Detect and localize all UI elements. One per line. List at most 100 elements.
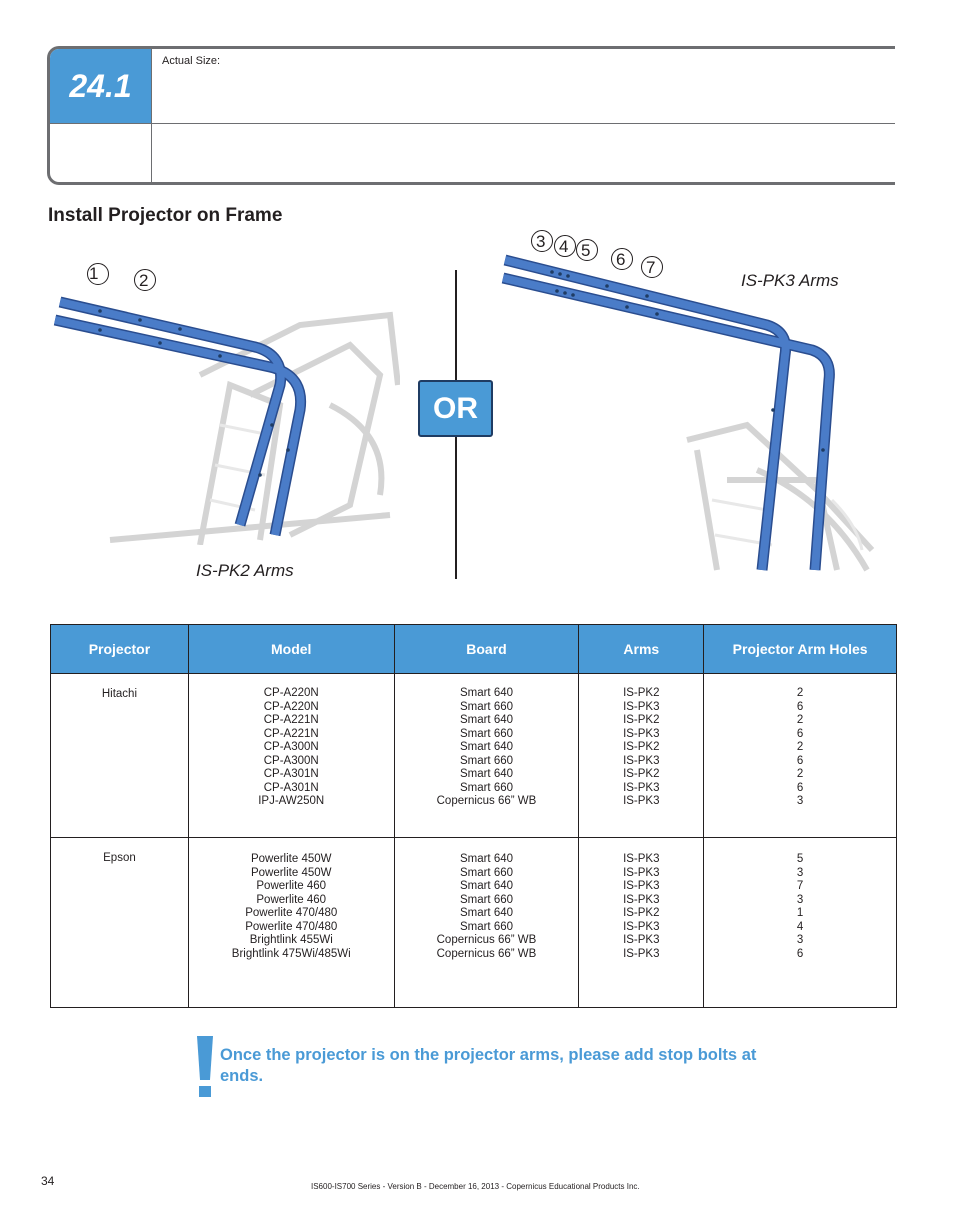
model-line: Brightlink 455Wi: [249, 934, 333, 946]
model-line: CP-A300N: [263, 741, 319, 753]
model-line: Powerlite 470/480: [245, 920, 338, 933]
projector-name: Hitachi: [101, 688, 137, 700]
model-line: Brightlink 475Wi/485Wi: [231, 947, 351, 960]
callout-5: 5: [581, 241, 591, 260]
board-line: Smart 660: [459, 727, 514, 740]
page-number: 34: [41, 1174, 55, 1188]
table-header-row: Projector Model Board Arms Projector Arm…: [50, 624, 897, 674]
is-pk2-arms-illustration: [53, 296, 400, 545]
cell-board: Smart 640 Smart 660 Smart 640 Smart 660 …: [393, 837, 580, 1008]
step-number: 24.1: [69, 67, 132, 104]
board-line: Smart 640: [459, 741, 514, 753]
callout-1: 1: [89, 264, 99, 283]
step-divider-horizontal: [50, 123, 895, 124]
arms-line: IS-PK3: [623, 781, 660, 794]
model-line: Powerlite 460: [256, 893, 327, 906]
arms-line: IS-PK2: [623, 687, 660, 699]
table-row: Epson Powerlite 450W Powerlite 450W Powe…: [50, 837, 897, 1008]
board-line: Smart 640: [459, 907, 514, 919]
callout-4: 4: [559, 237, 569, 256]
board-line: Smart 640: [459, 768, 514, 780]
holes-line: 6: [796, 754, 804, 767]
cell-model: CP-A220N CP-A220N CP-A221N CP-A221N CP-A…: [187, 673, 395, 838]
or-divider-bottom: [455, 437, 457, 579]
arms-line: IS-PK3: [623, 795, 660, 807]
callout-3: 3: [536, 232, 546, 251]
holes-line: 6: [796, 727, 804, 740]
board-line: Smart 660: [459, 700, 514, 713]
holes-line: 1: [796, 907, 804, 919]
cell-model: Powerlite 450W Powerlite 450W Powerlite …: [187, 837, 395, 1008]
model-line: Powerlite 450W: [250, 866, 332, 879]
actual-size-label: Actual Size:: [162, 55, 221, 67]
board-line: Copernicus 66” WB: [436, 795, 537, 807]
holes-line: 2: [796, 687, 804, 699]
callout-2: 2: [139, 271, 149, 290]
board-line: Smart 660: [459, 893, 514, 906]
board-line: Smart 660: [459, 866, 514, 879]
header-arms: Arms: [578, 624, 705, 674]
model-line: CP-A221N: [263, 714, 319, 726]
callout-2-circle: [134, 269, 156, 291]
header-board: Board: [393, 624, 580, 674]
board-line: Copernicus 66” WB: [436, 947, 537, 960]
arms-line: IS-PK3: [623, 934, 660, 946]
model-line: IPJ-AW250N: [258, 795, 325, 807]
cell-holes: 2 6 2 6 2 6 2 6 3: [703, 673, 897, 838]
callout-6: 6: [616, 250, 626, 269]
model-line: CP-A220N: [263, 700, 319, 713]
arms-line: IS-PK3: [623, 893, 660, 906]
arms-line: IS-PK2: [623, 714, 660, 726]
arms-line: IS-PK3: [623, 700, 660, 713]
header-model: Model: [187, 624, 395, 674]
holes-line: 3: [796, 934, 804, 946]
step-divider-vertical: [151, 49, 152, 182]
board-line: Smart 640: [459, 880, 514, 892]
board-line: Smart 640: [459, 687, 514, 699]
model-line: CP-A301N: [263, 768, 319, 780]
cell-arms: IS-PK3 IS-PK3 IS-PK3 IS-PK3 IS-PK2 IS-PK…: [578, 837, 705, 1008]
board-line: Smart 660: [459, 754, 514, 767]
callout-7: 7: [646, 258, 656, 277]
step-number-cell: 24.1: [50, 49, 151, 123]
projector-compatibility-table: Projector Model Board Arms Projector Arm…: [50, 624, 897, 1008]
holes-line: 2: [796, 741, 804, 753]
board-line: Copernicus 66” WB: [436, 934, 537, 946]
arms-line: IS-PK3: [623, 947, 660, 960]
holes-line: 7: [796, 880, 804, 892]
cell-projector: Epson: [50, 837, 189, 1008]
holes-line: 3: [796, 893, 804, 906]
step-header-box: 24.1 Actual Size:: [47, 46, 895, 185]
or-divider-top: [455, 270, 457, 380]
cell-board: Smart 640 Smart 660 Smart 640 Smart 660 …: [393, 673, 580, 838]
holes-line: 4: [796, 920, 804, 933]
callout-7-circle: [641, 256, 663, 278]
holes-line: 6: [796, 700, 804, 713]
is-pk3-arms-label: IS-PK3 Arms: [741, 271, 839, 290]
section-title: Install Projector on Frame: [48, 205, 283, 226]
board-line: Smart 660: [459, 781, 514, 794]
model-line: CP-A221N: [263, 727, 319, 740]
model-line: CP-A301N: [263, 781, 319, 794]
callout-3-circle: [531, 230, 553, 252]
arms-line: IS-PK3: [623, 727, 660, 740]
holes-line: 2: [796, 768, 804, 780]
callout-6-circle: [611, 248, 633, 270]
cell-arms: IS-PK2 IS-PK3 IS-PK2 IS-PK3 IS-PK2 IS-PK…: [578, 673, 705, 838]
or-badge: OR: [418, 380, 493, 437]
cell-projector: Hitachi: [50, 673, 189, 838]
board-line: Smart 640: [459, 853, 514, 865]
model-line: CP-A220N: [263, 687, 319, 699]
model-line: CP-A300N: [263, 754, 319, 767]
model-line: Powerlite 450W: [250, 853, 332, 865]
callout-5-circle: [576, 239, 598, 261]
holes-line: 6: [796, 781, 804, 794]
board-line: Smart 640: [459, 714, 514, 726]
is-pk2-arms-label: IS-PK2 Arms: [196, 561, 294, 580]
warning-text: Once the projector is on the projector a…: [220, 1046, 757, 1085]
board-line: Smart 660: [459, 920, 514, 933]
arms-line: IS-PK2: [623, 768, 660, 780]
arms-line: IS-PK2: [623, 907, 660, 919]
header-arm-holes: Projector Arm Holes: [703, 624, 897, 674]
holes-line: 3: [796, 866, 804, 879]
